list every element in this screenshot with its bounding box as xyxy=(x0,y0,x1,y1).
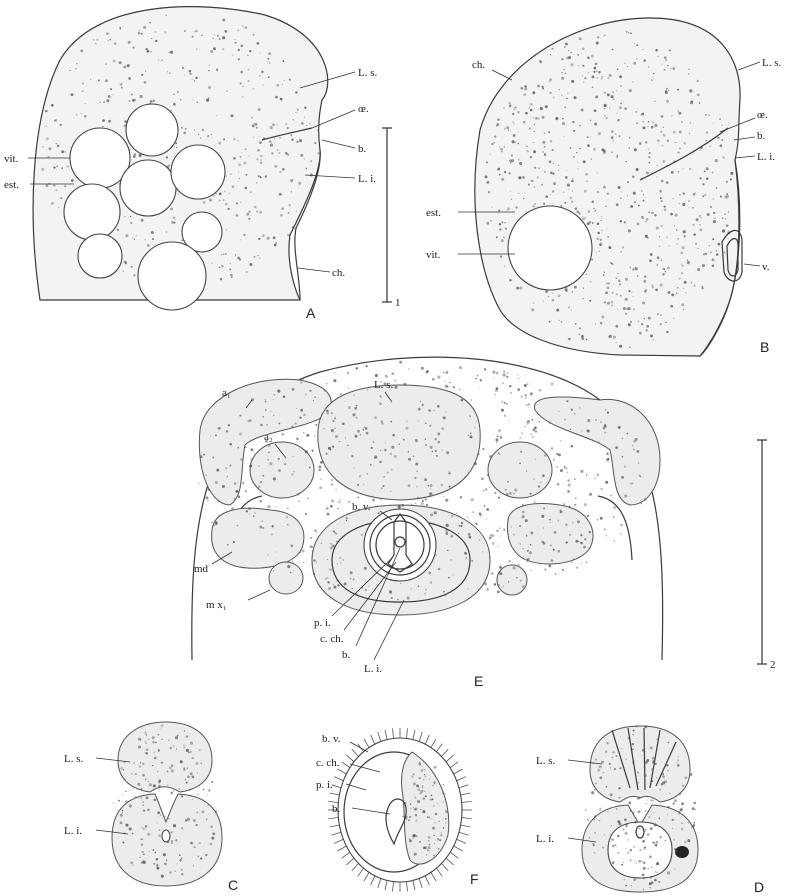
panel-c-label-li: L. i. xyxy=(64,825,82,837)
panel-a-label-li: L. i. xyxy=(358,173,376,185)
panel-b-label-ls: L. s. xyxy=(762,57,782,69)
panel-d-letter: D xyxy=(754,879,764,895)
panel-e-label-a1: a₁ xyxy=(222,387,231,399)
panel-e-label-mx1: m x₁ xyxy=(206,599,227,611)
scale-bar-1: 1 xyxy=(382,128,401,309)
panel-e-label-pi: p. i. xyxy=(314,617,331,629)
panel-c-mouth xyxy=(162,830,170,842)
panel-b-label-li: L. i. xyxy=(757,151,775,163)
panel-b-label-ch: ch. xyxy=(472,59,485,71)
panel-e-mx1-left xyxy=(269,562,303,594)
panel-b-label-oe: œ. xyxy=(757,109,768,121)
panel-f: b. v. c. ch. p. i. b. F xyxy=(316,728,479,892)
panel-e-label-a2: a₂ xyxy=(264,431,273,443)
panel-a-label-est: est. xyxy=(4,179,19,191)
panel-a-yolk-5 xyxy=(171,145,225,199)
panel-a-yolk-8 xyxy=(138,242,206,310)
panel-a-letter: A xyxy=(306,305,316,321)
panel-a-yolk-3 xyxy=(64,184,120,240)
panel-f-label-pi: p. i. xyxy=(316,779,333,791)
panel-e-md-left xyxy=(212,508,304,568)
panel-e-label-li: L. i. xyxy=(364,663,382,675)
panel-b-letter: B xyxy=(760,339,769,355)
panel-e: a₁ a₂ L. s. b. v. md m x₁ p. i. c. ch. b… xyxy=(192,357,663,689)
panel-f-letter: F xyxy=(470,871,479,887)
panel-d: L. s. L. i. D xyxy=(536,725,764,895)
panel-d-label-li: L. i. xyxy=(536,833,554,845)
panel-e-label-ls: L. s. xyxy=(374,379,394,391)
panel-b: ch. L. s. œ. b. L. i. est. vit. v. B xyxy=(426,18,782,356)
panel-a-yolk-4 xyxy=(120,160,176,216)
panel-e-label-md: md xyxy=(194,563,209,575)
panel-a-yolk-7 xyxy=(78,234,122,278)
panel-e-a2-right xyxy=(488,442,552,498)
panel-e-a1-right xyxy=(534,397,660,505)
panel-e-label-cch: c. ch. xyxy=(320,633,344,645)
scale-bar-2: 2 xyxy=(757,440,776,671)
scale-bar-2-label: 2 xyxy=(770,659,776,671)
panel-a-label-oe: œ. xyxy=(358,103,369,115)
panel-c: L. s. L. i. C xyxy=(64,722,238,893)
panel-d-label-ls: L. s. xyxy=(536,755,556,767)
scale-bar-1-label: 1 xyxy=(395,297,401,309)
panel-d-ls xyxy=(590,726,690,802)
panel-a-label-b: b. xyxy=(358,143,367,155)
panel-e-mx1-right xyxy=(497,565,527,595)
panel-e-md-right xyxy=(508,504,593,564)
panel-e-letter: E xyxy=(474,673,483,689)
panel-e-label-b: b. xyxy=(342,649,351,661)
panel-a-label-ls: L. s. xyxy=(358,67,378,79)
panel-f-label-bv: b. v. xyxy=(322,733,341,745)
panel-b-label-vit: vit. xyxy=(426,249,441,261)
panel-a-label-ch: ch. xyxy=(332,267,345,279)
panel-b-label-est: est. xyxy=(426,207,441,219)
panel-f-label-cch: c. ch. xyxy=(316,757,340,769)
panel-e-mouth-ring-outer xyxy=(364,509,436,581)
panel-a-label-vit: vit. xyxy=(4,153,19,165)
panel-b-body-outline xyxy=(475,18,740,356)
panel-c-label-ls: L. s. xyxy=(64,753,84,765)
panel-e-labrum xyxy=(318,385,480,500)
panel-c-ls xyxy=(118,722,212,792)
panel-e-label-bv: b. v. xyxy=(352,501,371,513)
panel-a-yolk-2 xyxy=(126,104,178,156)
panel-b-label-v: v. xyxy=(762,261,770,273)
panel-f-label-b: b. xyxy=(332,803,341,815)
panel-e-right-fold xyxy=(598,496,632,560)
panel-e-a2-left xyxy=(250,442,314,498)
panel-c-letter: C xyxy=(228,877,238,893)
panel-b-label-b: b. xyxy=(757,130,766,142)
panel-b-yolk xyxy=(508,206,592,290)
panel-a: L. s. œ. b. L. i. vit. est. ch. A xyxy=(4,7,378,321)
